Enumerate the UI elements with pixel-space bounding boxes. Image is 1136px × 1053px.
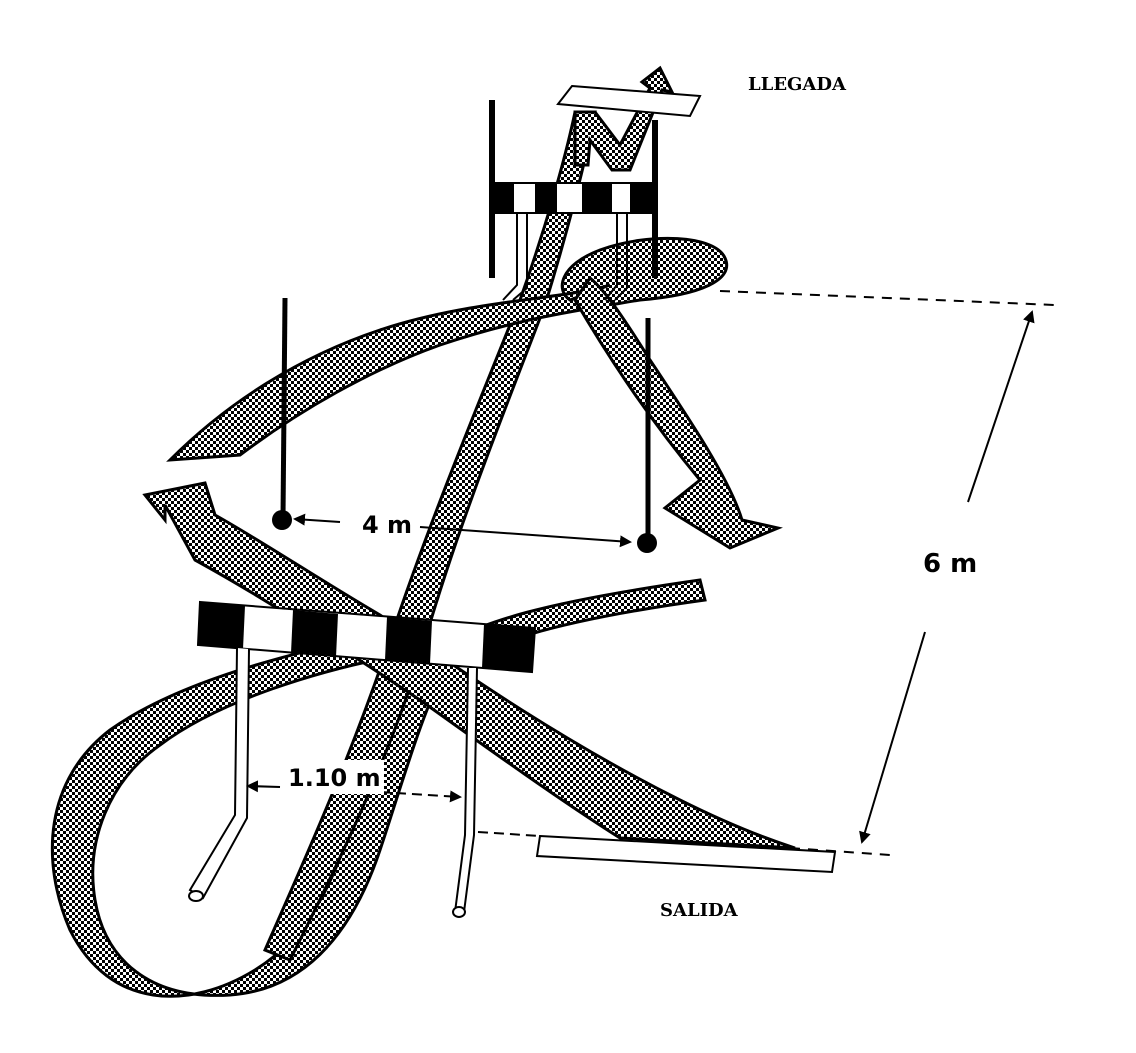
pole-left — [272, 297, 292, 530]
top-hurdle — [489, 100, 658, 301]
pole-distance-label: 4 m — [362, 511, 412, 539]
course-length-label: 6 m — [923, 549, 977, 579]
path-right-descent — [573, 275, 783, 550]
hurdle-width-label: 1.10 m — [288, 764, 381, 792]
start-label: SALIDA — [660, 900, 739, 921]
pole-right — [637, 318, 657, 553]
front-hurdle — [188, 600, 537, 918]
pole-distance-dimension — [293, 513, 632, 548]
hurdle-width-dimension — [246, 780, 541, 837]
finish-label: LLEGADA — [748, 74, 847, 95]
course-length-dimension — [719, 290, 1056, 856]
finish-board — [556, 84, 702, 118]
start-board — [535, 834, 837, 874]
